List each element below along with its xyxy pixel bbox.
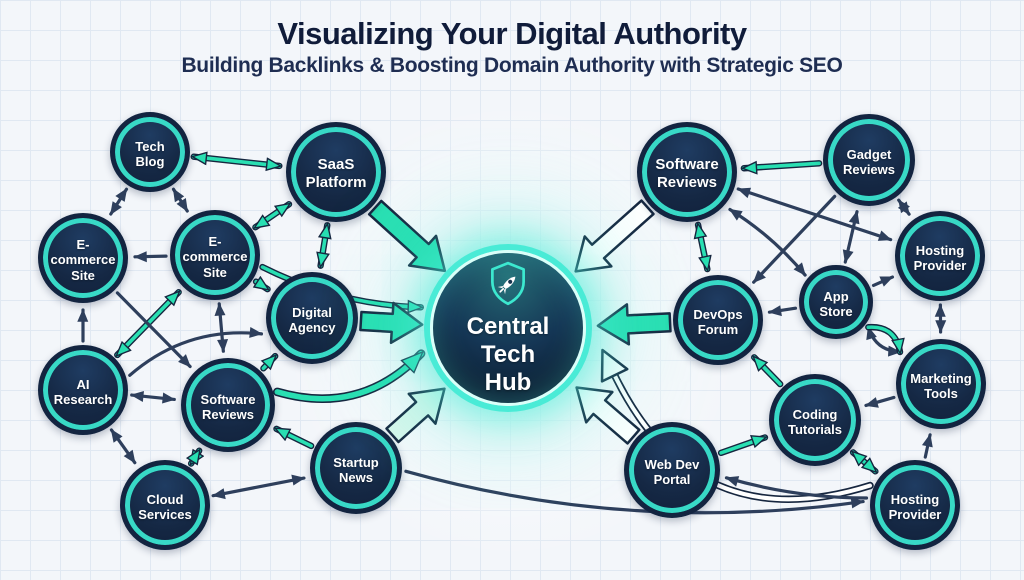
edge-devops-hub <box>596 303 672 346</box>
edge-hosting-bottom-hub-head <box>600 348 629 383</box>
edge-digital-agency-hub <box>359 301 424 345</box>
edge-ecommerce-2-ecommerce-1 <box>133 251 168 263</box>
edge-software-reviews-r-hosting-top <box>736 187 893 242</box>
edge-ecommerce-2-software-reviews-l <box>214 302 229 353</box>
edge-app-store-hosting-top <box>871 275 895 288</box>
edge-gadget-reviews-hosting-top <box>897 198 911 216</box>
edge-software-reviews-l-hub-outline <box>272 349 426 403</box>
edge-ai-research-cloud-services <box>109 428 137 465</box>
page-title: Visualizing Your Digital Authority <box>277 16 747 51</box>
edge-tech-blog-ecommerce-1 <box>109 187 129 216</box>
edge-software-reviews-l-hub <box>274 354 421 402</box>
edge-software-reviews-r-hub <box>574 199 655 273</box>
edge-cloud-services-startup-news <box>211 474 306 500</box>
edge-coding-devops <box>754 357 782 386</box>
edge-startup-news-hub <box>385 387 446 444</box>
edge-ecommerce-1-software-reviews-l <box>115 291 192 369</box>
page-subtitle: Building Backlinks & Boosting Domain Aut… <box>181 54 843 77</box>
edge-ai-research-digital-agency <box>128 326 264 377</box>
edge-ai-research-software-reviews-l <box>130 391 176 404</box>
header: Visualizing Your Digital Authority Build… <box>0 0 1024 78</box>
edge-software-reviews-r-devops <box>698 225 707 269</box>
edge-gadget-reviews-software-reviews-r <box>744 163 821 168</box>
edge-ecommerce-2-saas <box>255 202 289 230</box>
edge-ecommerce-2-hub-outline <box>259 263 425 311</box>
edge-webdev-hub <box>575 386 641 445</box>
edge-app-store-gadget-reviews <box>842 210 860 264</box>
edge-hosting-bottom-webdev <box>724 476 869 500</box>
edge-tech-blog-saas <box>194 157 280 166</box>
edge-startup-news-software-reviews-l <box>276 427 313 448</box>
edge-tech-blog-ecommerce-2 <box>171 187 189 213</box>
edge-webdev-coding <box>719 437 765 455</box>
edge-ecommerce-2-hub <box>260 265 420 307</box>
edge-app-store-devops <box>767 305 798 317</box>
edge-marketing-coding <box>864 395 896 408</box>
edge-hosting-bottom-marketing <box>921 433 933 459</box>
edge-coding-hosting-bottom <box>853 452 875 471</box>
edge-saas-digital-agency <box>321 225 328 265</box>
edge-saas-hub <box>367 199 447 273</box>
